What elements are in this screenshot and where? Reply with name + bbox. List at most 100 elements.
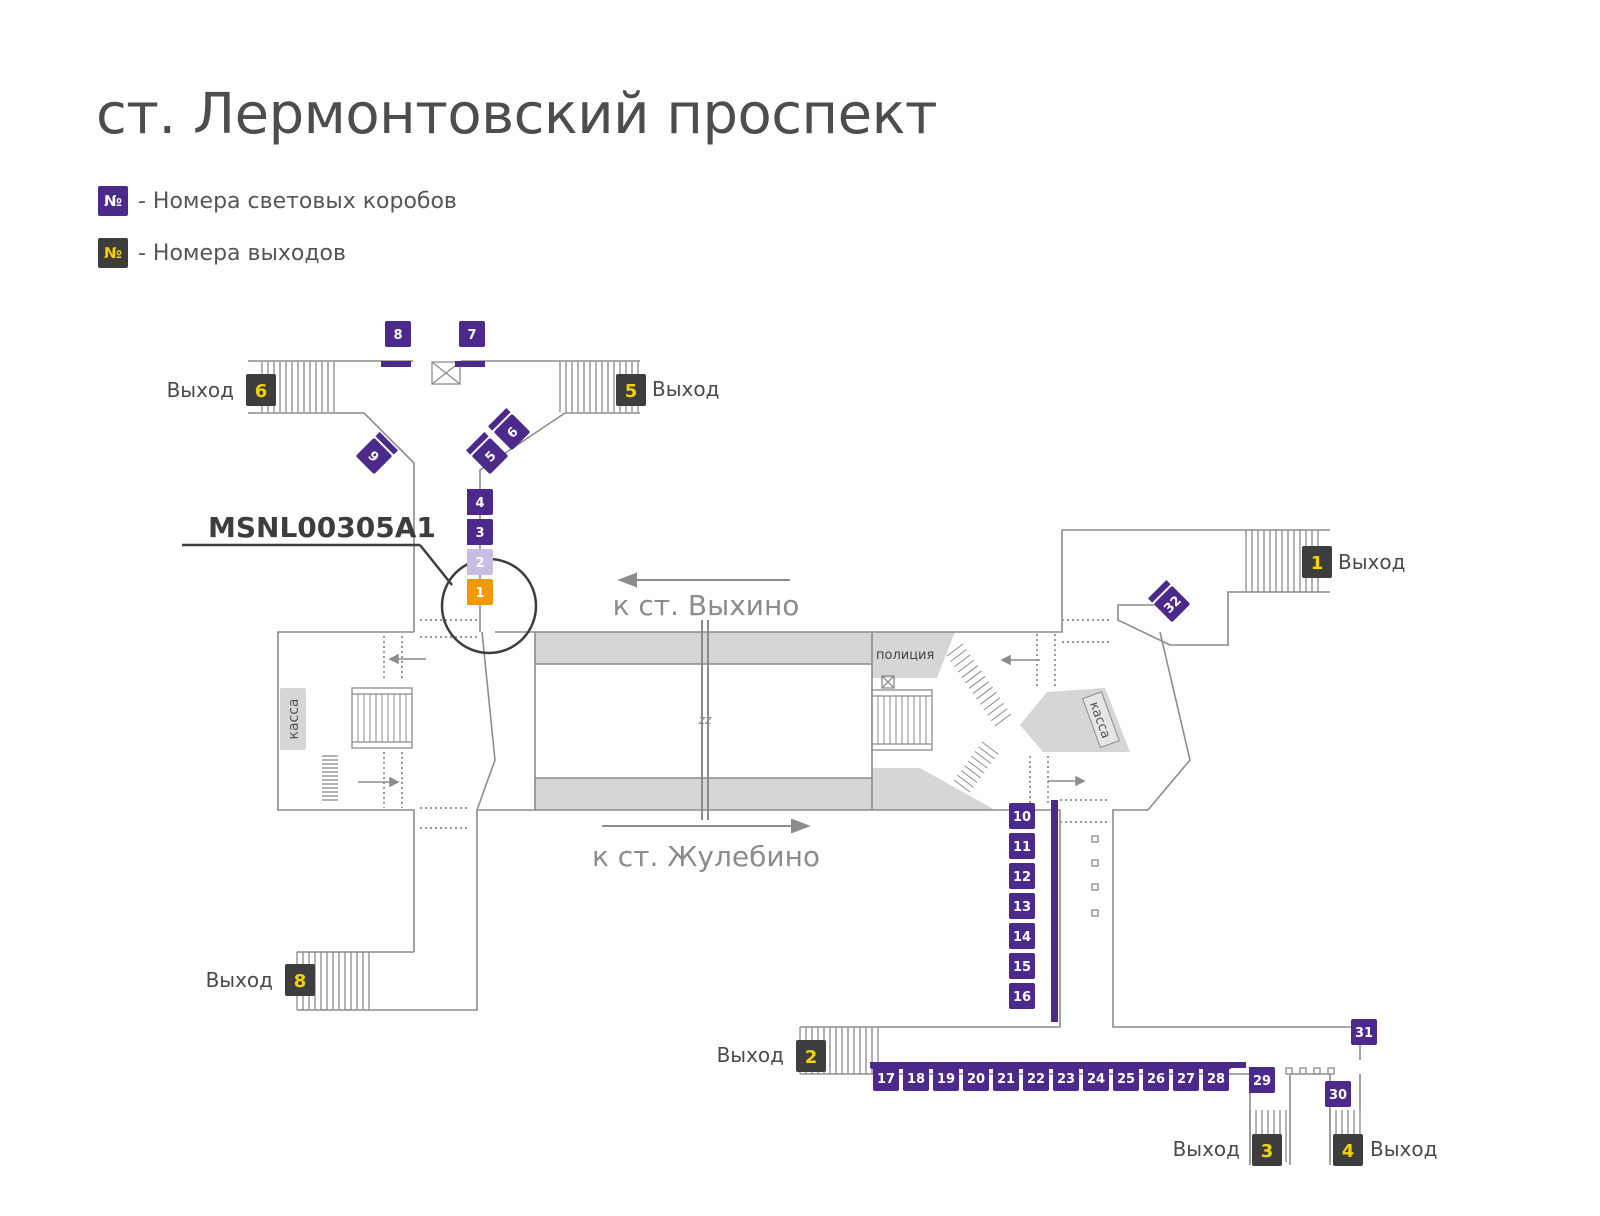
- lightbox-badge: [1113, 1065, 1139, 1091]
- lightbox-15: 15: [1009, 953, 1058, 979]
- lightbox-number: 16: [1013, 990, 1031, 1005]
- lightbox-bar: [1147, 579, 1171, 603]
- kassa-left-label: касса: [286, 698, 302, 739]
- legend-exit-text: - Номера выходов: [138, 240, 346, 266]
- exit-label: Выход: [167, 378, 234, 402]
- lightbox-badge: [472, 438, 508, 474]
- lightbox-4: 4: [467, 489, 493, 515]
- lightbox-badge: [1173, 1065, 1199, 1091]
- exit-3: 3 Выход: [1173, 1134, 1282, 1166]
- lightbox-number: 7: [467, 328, 476, 343]
- lightbox-strip-horizontal: [870, 1062, 1246, 1068]
- lightbox-badge: [1249, 1067, 1275, 1093]
- page-title: ст. Лермонтовский проспект: [96, 82, 938, 147]
- track-break-mark: zz: [698, 713, 712, 727]
- legend-exit: № - Номера выходов: [98, 238, 346, 268]
- lightbox-badge: [1351, 1019, 1377, 1045]
- lightbox-31: 31: [1351, 1019, 1377, 1045]
- lightbox-badge: [459, 321, 485, 347]
- lightbox-3: 3: [467, 519, 493, 545]
- exit-label: Выход: [1173, 1137, 1240, 1161]
- direction-arrows: [602, 572, 811, 834]
- lightbox-number: 22: [1027, 1072, 1045, 1087]
- exit-label: Выход: [1338, 550, 1405, 574]
- lightbox-number: 21: [997, 1072, 1015, 1087]
- lightbox-number: 13: [1013, 900, 1031, 915]
- exit-badge: [1252, 1134, 1282, 1166]
- lightbox-bar: [455, 361, 485, 367]
- lightbox-number: 10: [1013, 810, 1031, 825]
- lightbox-number: 3: [475, 526, 484, 541]
- lightbox-number: 14: [1013, 930, 1031, 945]
- lightbox-badge: [1009, 803, 1035, 829]
- lightbox-badge: [356, 438, 392, 474]
- exit-badge: [246, 374, 276, 406]
- lightbox-badge: [1083, 1065, 1109, 1091]
- lightbox-12: 12: [1009, 863, 1058, 889]
- station-walls: [248, 360, 1362, 1165]
- exit-number: 2: [805, 1047, 818, 1068]
- exit-number: 5: [625, 381, 638, 402]
- exit-number: 3: [1261, 1141, 1274, 1162]
- columns: [1091, 835, 1335, 1075]
- lightbox-badge: [1009, 923, 1035, 949]
- exit-label: Выход: [206, 968, 273, 992]
- lightbox-number: 29: [1253, 1074, 1271, 1089]
- lightbox-number: 17: [877, 1072, 895, 1087]
- lightbox-badge: [494, 414, 530, 450]
- lightbox-number: 8: [393, 328, 402, 343]
- lightbox-number: 18: [907, 1072, 925, 1087]
- lightbox-number: 1: [475, 586, 484, 601]
- callout-code: MSNL00305A1: [208, 511, 436, 544]
- exit-number: 1: [1311, 553, 1324, 574]
- lightbox-badge: [903, 1065, 929, 1091]
- lightbox-badge: [1203, 1065, 1229, 1091]
- lightbox-badge: [1009, 893, 1035, 919]
- exit-label: Выход: [1370, 1137, 1437, 1161]
- lightbox-badge: [467, 519, 493, 545]
- legend-exit-swatch: №: [98, 238, 128, 268]
- lightbox-strip-vertical: [1051, 800, 1058, 1022]
- lightbox-6: 6: [487, 407, 530, 450]
- lightbox-30: 30: [1325, 1081, 1351, 1107]
- exit-badge: [796, 1040, 826, 1072]
- escalator-rails: [357, 643, 1012, 793]
- lightbox-11: 11: [1009, 833, 1058, 859]
- exit-number: 6: [255, 381, 268, 402]
- lightbox-29: 29: [1249, 1067, 1275, 1093]
- lightbox-badge: [1009, 953, 1035, 979]
- lightbox-14: 14: [1009, 923, 1058, 949]
- legend-lightbox-swatch: №: [98, 186, 128, 216]
- lightbox-number: 24: [1087, 1072, 1105, 1087]
- exit-label: Выход: [652, 377, 719, 401]
- lightbox-badge: [1023, 1065, 1049, 1091]
- lightbox-number: 12: [1013, 870, 1031, 885]
- lightbox-badge: [963, 1065, 989, 1091]
- police-label: полиция: [876, 648, 934, 663]
- lightbox-badge: [467, 579, 493, 605]
- lightbox-32: 32: [1147, 579, 1190, 622]
- exit-4: 4 Выход: [1333, 1134, 1437, 1166]
- lightbox-badge: [993, 1065, 1019, 1091]
- callout: MSNL00305A1: [182, 511, 538, 655]
- exit-6: 6 Выход: [167, 374, 276, 406]
- lightbox-16: 16: [1009, 983, 1058, 1009]
- exit-5: 5 Выход: [616, 374, 719, 406]
- lightbox-badge: [1009, 983, 1035, 1009]
- exit-badge: [285, 964, 315, 996]
- exit-number: 4: [1342, 1141, 1355, 1162]
- lightbox-number: 25: [1117, 1072, 1135, 1087]
- lightbox-13: 13: [1009, 893, 1058, 919]
- flow-arrows: [358, 653, 1086, 788]
- lightbox-number: 28: [1207, 1072, 1225, 1087]
- elevator-markers: [431, 361, 895, 689]
- lightbox-badge: [385, 321, 411, 347]
- lightbox-badge: [1143, 1065, 1169, 1091]
- lightbox-number: 27: [1177, 1072, 1195, 1087]
- direction-vykhino: к ст. Выхино: [613, 589, 800, 622]
- lightbox-number: 20: [967, 1072, 985, 1087]
- lightbox-badge: [1009, 863, 1035, 889]
- lightbox-number: 23: [1057, 1072, 1075, 1087]
- turnstile-lines: [383, 619, 1112, 829]
